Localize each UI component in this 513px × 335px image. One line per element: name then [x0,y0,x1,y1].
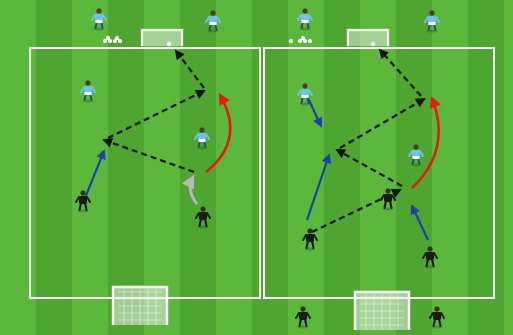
attacker-run-arrow [305,153,332,221]
top-goal-right [346,28,390,46]
pass-arrow [335,149,403,187]
defender-run-arrow [411,95,441,189]
dribble-arrow [181,174,199,205]
balls-icon [289,36,312,43]
left-area-passes [102,49,206,174]
attacker-run-arrow [307,97,323,128]
pass-arrow [174,49,205,89]
attacker-run-arrow [410,204,429,241]
attacker-run-arrow [83,149,106,199]
bottom-goal-right [353,290,411,330]
bottom-goal-left [111,285,169,325]
pass-arrow [102,137,195,174]
pass-arrow [339,98,426,149]
pass-arrow [107,90,206,139]
ball [166,41,172,47]
top-goal-left [140,28,184,46]
defender-run-arrow [205,92,232,174]
ball [370,41,376,47]
pass-arrow [378,48,422,97]
balls-icon [103,36,122,43]
